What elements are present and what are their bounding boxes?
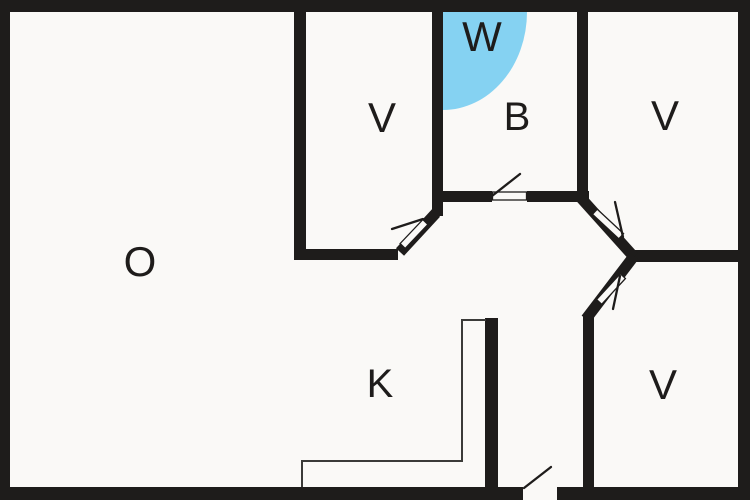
v-bottom-right-door-swing bbox=[611, 274, 622, 311]
wall-o-v bbox=[294, 12, 306, 260]
outer-wall-bottom-left bbox=[0, 487, 523, 500]
wall-bath-bottom-left bbox=[436, 191, 492, 202]
room-label-o: O bbox=[124, 238, 157, 285]
wall-bath-bottom-right bbox=[527, 191, 589, 202]
v-top-right-door-swing bbox=[613, 200, 625, 239]
room-label-v-top-left: V bbox=[368, 94, 396, 141]
v-top-right-door bbox=[591, 208, 625, 240]
bath-door-swing bbox=[490, 172, 522, 198]
wall-bath-right bbox=[577, 12, 588, 200]
room-label-w: W bbox=[462, 13, 502, 60]
wall-bath-left bbox=[432, 12, 443, 216]
wall-hall-right bbox=[583, 315, 594, 500]
v-top-left-door-swing bbox=[390, 217, 425, 231]
wall-v-hall bbox=[294, 249, 398, 260]
outer-wall-bottom-right bbox=[557, 487, 750, 500]
kitchen-counter-outline bbox=[301, 319, 486, 487]
entrance-door-swing bbox=[522, 465, 553, 490]
room-label-v-top-right: V bbox=[651, 92, 679, 139]
wall-v-v bbox=[630, 250, 750, 262]
room-label-k: K bbox=[367, 362, 394, 406]
v-top-left-door bbox=[399, 218, 429, 250]
entrance-door-opening bbox=[523, 487, 557, 500]
shower-quarter-circle-icon bbox=[443, 12, 527, 110]
room-label-b: B bbox=[504, 95, 531, 139]
room-label-v-bottom-right: V bbox=[649, 361, 677, 408]
wall-hall-left bbox=[485, 318, 498, 500]
bath-door bbox=[491, 191, 528, 201]
outer-wall-top bbox=[0, 0, 750, 12]
outer-wall-left bbox=[0, 0, 10, 500]
